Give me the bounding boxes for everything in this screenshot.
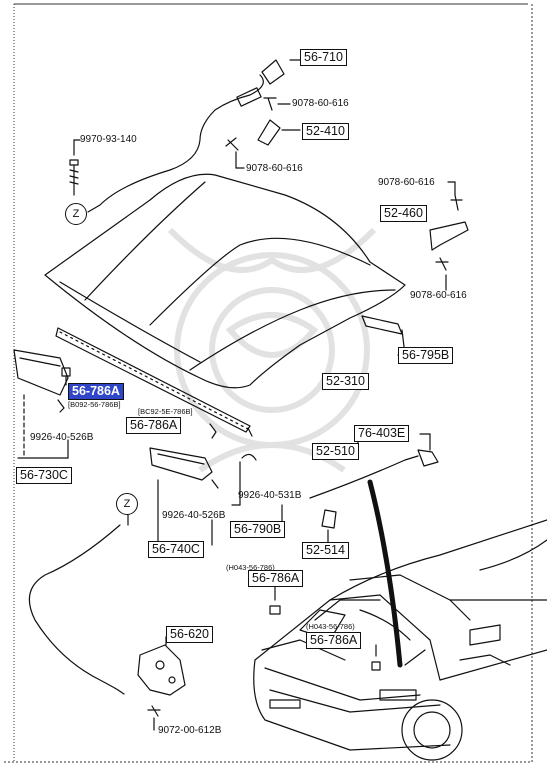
part-label-56-790b: 56-790B (230, 521, 286, 538)
cable-continuation-mark-top: Z (65, 203, 87, 225)
part-label-9970-93-140: 9970-93-140 (80, 134, 137, 145)
part-label-9078-60-616-a: 9078-60-616 (292, 98, 349, 109)
hood-crease-left (84, 181, 206, 301)
part-label-9078-60-616-c: 9078-60-616 (378, 177, 435, 188)
part-label-9926-40-526b-a: 9926-40-526B (30, 432, 94, 443)
hood-panel-outline (44, 173, 406, 389)
part-label-56-786a-highlighted[interactable]: 56-786A (68, 383, 124, 400)
part-label-56-710: 56-710 (300, 49, 347, 66)
hood-inner-edge (59, 281, 201, 363)
part-label-9926-40-526b-b: 9926-40-526B (162, 510, 226, 521)
note-bc92: [BC92-5E-786B] (138, 407, 193, 416)
part-label-52-460: 52-460 (380, 205, 427, 222)
hinge-upper (257, 119, 281, 146)
hood-lock (137, 644, 186, 696)
insulator-center (149, 447, 213, 481)
part-label-52-410: 52-410 (302, 123, 349, 140)
part-label-56-740c: 56-740C (148, 541, 204, 558)
note-h043-b: (H043-56-786) (306, 622, 355, 631)
watermark-emblem-icon (167, 227, 377, 473)
insulator-left (13, 349, 69, 396)
part-label-56-730c: 56-730C (16, 467, 72, 484)
part-label-52-310: 52-310 (322, 373, 369, 390)
drawing-lines (13, 59, 547, 761)
part-label-56-786a-d: 56-786A (306, 632, 362, 649)
support-rod (309, 455, 419, 499)
part-label-56-786a-c: 56-786A (248, 570, 304, 587)
part-label-9078-60-616-d: 9078-60-616 (410, 290, 467, 301)
part-label-56-786a-b: 56-786A (126, 417, 182, 434)
weatherstrip-strip (55, 327, 251, 433)
release-cable-lower (28, 524, 121, 691)
hinge-right (429, 221, 469, 251)
part-label-52-510: 52-510 (312, 443, 359, 460)
part-label-56-795b: 56-795B (398, 347, 454, 364)
part-label-9072-00-612b: 9072-00-612B (158, 725, 222, 736)
note-b092: [B092-56-786B] (68, 400, 121, 409)
page-frame (4, 3, 533, 763)
part-label-9926-40-531b: 9926-40-531B (238, 490, 302, 501)
hood-crease-front (189, 289, 396, 371)
part-label-52-514: 52-514 (302, 542, 349, 559)
note-h043: (H043-56-786) (226, 563, 275, 572)
cable-continuation-mark-bottom: Z (116, 493, 138, 515)
part-label-56-620: 56-620 (166, 626, 213, 643)
part-label-76-403e: 76-403E (354, 425, 410, 442)
car-front-drawing (253, 519, 547, 761)
hood-crease-center (149, 237, 371, 326)
part-label-9078-60-616-b: 9078-60-616 (246, 163, 303, 174)
release-cable-upper (99, 74, 264, 206)
